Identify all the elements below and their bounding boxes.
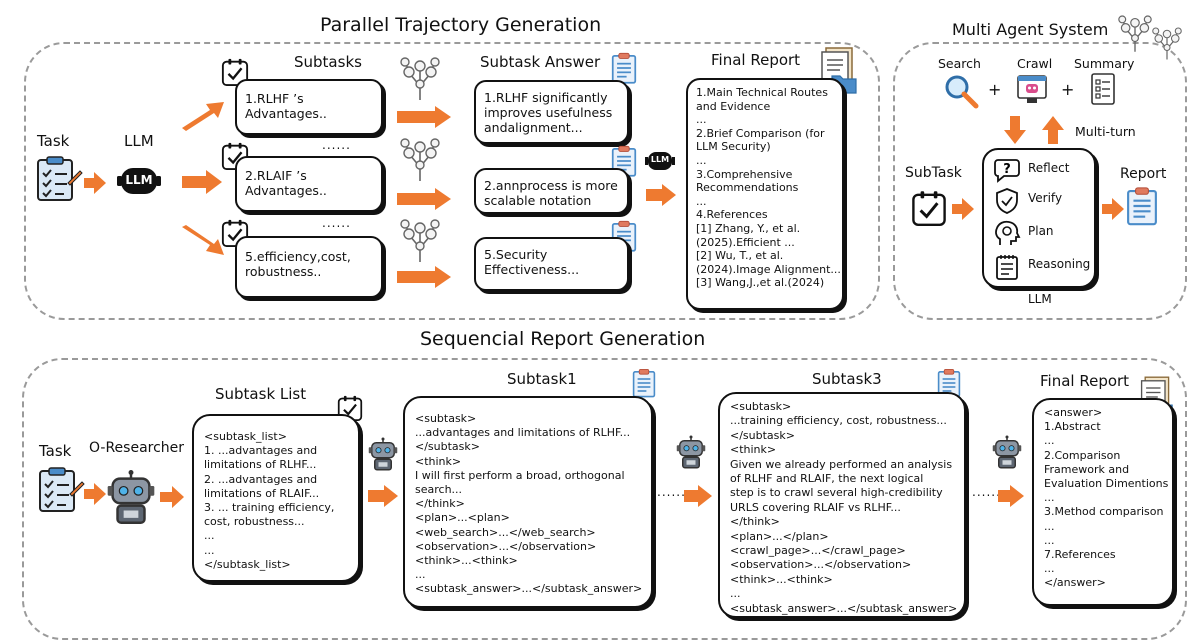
arrow-answers-to-report — [646, 184, 676, 206]
tool-search-label: Search — [938, 56, 981, 71]
mas-llm-caption: LLM — [1028, 292, 1052, 306]
magnifier-icon — [945, 75, 979, 109]
robot-icon — [368, 437, 398, 471]
capability-reasoning: Reasoning — [1028, 257, 1091, 271]
arrow-list-to-subtask1 — [368, 485, 398, 507]
mas-panel — [893, 42, 1187, 320]
arrow-subtask1-to-subtask3 — [684, 485, 712, 507]
network-tree-icon — [400, 56, 440, 100]
capability-reflect: Reflect — [1028, 161, 1070, 175]
question-icon: ? — [994, 159, 1020, 183]
plus-sign: + — [988, 80, 1002, 99]
arrow-task-to-llm — [84, 172, 106, 194]
llm-small-chip-icon: LLM — [645, 150, 675, 172]
network-tree-icon — [1118, 14, 1152, 52]
seq-ellipsis-2: ...... — [972, 485, 1001, 499]
arrow-researcher-to-list — [160, 486, 184, 508]
subtask-list-header: Subtask List — [215, 385, 307, 403]
arrow-tools-down — [1004, 116, 1026, 144]
mas-title: Multi Agent System — [952, 20, 1109, 39]
subtask1-box: <subtask> ...advantages and limitations … — [403, 396, 653, 608]
subtasks-header: Subtasks — [294, 53, 362, 71]
arrow-llm-to-subtask-3 — [182, 225, 224, 255]
arrow-task-to-researcher — [84, 483, 106, 505]
llm-chip-text: LLM — [125, 173, 153, 187]
shield-check-icon — [996, 188, 1018, 214]
multi-turn-label: Multi-turn — [1075, 124, 1136, 139]
plus-sign: + — [1061, 80, 1075, 99]
tool-crawl-label: Crawl — [1017, 56, 1053, 71]
clipboard-check-icon — [911, 190, 947, 226]
summary-checklist-icon — [1091, 73, 1115, 105]
subtasks-ellipsis-1: ...... — [322, 138, 351, 152]
seq-final-report-box: <answer> 1.Abstract ... 2.Comparison Fra… — [1032, 398, 1174, 606]
arrow-llm-up — [1042, 116, 1064, 144]
network-tree-icon — [1152, 26, 1182, 60]
robot-icon — [676, 435, 706, 469]
capability-verify: Verify — [1028, 191, 1063, 205]
head-gear-icon — [995, 220, 1021, 245]
capability-plan: Plan — [1028, 224, 1054, 238]
svg-text:?: ? — [1003, 162, 1011, 177]
network-tree-icon — [400, 137, 440, 181]
parallel-title: Parallel Trajectory Generation — [320, 14, 602, 36]
arrow-subtask3-to-answer3 — [397, 266, 451, 288]
document-icon — [1126, 186, 1158, 226]
seq-final-report-header: Final Report — [1040, 372, 1130, 390]
sequential-panel — [22, 358, 1187, 640]
arrow-subtask1-to-answer1 — [397, 106, 451, 128]
subtask1-header: Subtask1 — [507, 370, 577, 388]
arrow-llm-to-subtask-1 — [182, 102, 224, 131]
tool-summary-label: Summary — [1074, 56, 1135, 71]
parallel-panel — [24, 42, 880, 320]
arrow-subtask2-to-answer2 — [397, 188, 451, 210]
mas-subtask-label: SubTask — [905, 165, 962, 181]
final-report-header: Final Report — [711, 51, 801, 69]
llm-chip-icon: LLM — [117, 164, 161, 198]
subtask-box-3: 5.efficiency,cost,robustness.. — [235, 236, 383, 298]
subtasks-ellipsis-2: ...... — [322, 216, 351, 230]
arrow-llm-to-subtask-2 — [182, 170, 222, 194]
mas-report-label: Report — [1120, 166, 1167, 182]
subtask-list-box: <subtask_list> 1. ...advantages and limi… — [192, 414, 360, 582]
arrow-subtask-to-llm — [952, 198, 974, 220]
robot-icon — [992, 435, 1022, 469]
network-tree-icon — [400, 218, 440, 262]
seq-ellipsis-1: ...... — [657, 485, 686, 499]
task-label: Task — [37, 132, 70, 150]
mas-llm-box: ? Reflect Verify Plan Reasoning — [982, 148, 1096, 288]
final-report-box: 1.Main Technical Routes and Evidence ...… — [686, 78, 844, 310]
task-checklist-icon — [37, 156, 83, 201]
arrow-subtask3-to-report — [998, 485, 1024, 507]
llm-small-chip-text: LLM — [650, 155, 670, 164]
arrow-llm-to-report — [1102, 198, 1124, 220]
llm-label: LLM — [124, 132, 154, 150]
task-checklist-icon — [39, 467, 85, 512]
answer-header: Subtask Answer — [480, 53, 601, 71]
notes-icon — [996, 255, 1018, 280]
crawl-robot-icon — [1017, 75, 1047, 103]
subtask3-box: <subtask> ...training efficiency, cost, … — [718, 392, 966, 618]
researcher-label: O-Researcher — [89, 440, 185, 456]
document-icon — [632, 368, 656, 398]
robot-icon — [106, 470, 156, 524]
seq-task-label: Task — [39, 442, 72, 460]
sequential-title: Sequencial Report Generation — [420, 328, 706, 350]
subtask3-header: Subtask3 — [812, 370, 882, 388]
